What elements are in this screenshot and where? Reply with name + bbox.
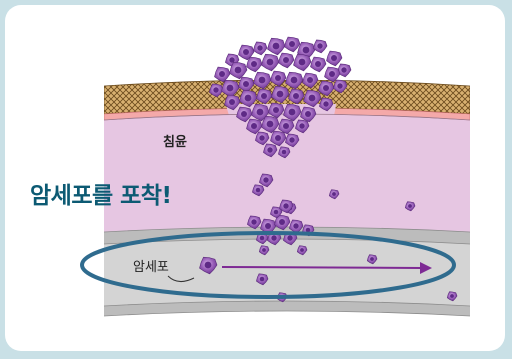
invasion-label: 침윤 xyxy=(163,134,187,150)
cancer-cell-icon xyxy=(215,67,231,82)
cancer-cell-icon xyxy=(313,40,327,53)
caption-title: 암세포를 포착! xyxy=(30,176,171,210)
cancer-cell-icon xyxy=(268,38,286,55)
cancer-cell-label: 암세포 xyxy=(133,260,169,275)
cancer-cell-icon xyxy=(285,37,301,52)
cancer-cell-icon xyxy=(294,54,312,71)
cancer-cell-icon xyxy=(327,51,343,66)
cancer-cell-icon xyxy=(325,67,341,82)
cancer-cell-icon xyxy=(247,57,263,72)
cancer-cell-icon xyxy=(253,42,267,55)
cancer-cell-icon xyxy=(311,57,327,72)
cancer-cell-icon xyxy=(262,54,280,71)
cancer-cell-icon xyxy=(279,53,295,68)
cancer-cell-icon xyxy=(230,62,248,79)
